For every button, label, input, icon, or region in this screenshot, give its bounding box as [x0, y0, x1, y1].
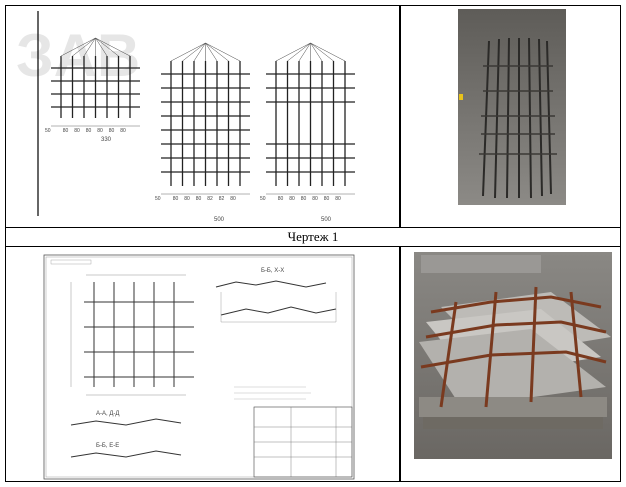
section-b-title: Б-Б, Е-Е: [96, 443, 119, 449]
section-a-title: А-А, Д-Д: [96, 411, 119, 417]
svg-text:80: 80: [74, 128, 80, 134]
technical-drawing-sheet: Б-Б, Х-Х А-А, Д-Д Б-Б, Е-Е: [43, 254, 355, 480]
technical-drawing-panel: Б-Б, Х-Х А-А, Д-Д Б-Б, Е-Е: [5, 246, 400, 482]
svg-text:50: 50: [260, 196, 266, 202]
svg-text:80: 80: [173, 196, 179, 202]
svg-text:80: 80: [184, 196, 190, 202]
mesh-drawing-b: 50 80 80 80 82 82 80: [155, 42, 250, 202]
svg-text:80: 80: [312, 196, 318, 202]
mesh-drawings-panel: ЗАВ 50 80 80 80 80 80 80 50 80 80 80 82 82 80 50 80 80…: [5, 5, 400, 228]
svg-text:80: 80: [63, 128, 69, 134]
svg-text:82: 82: [207, 196, 213, 202]
svg-text:80: 80: [86, 128, 92, 134]
pallet-photo-panel: [400, 246, 621, 482]
svg-text:80: 80: [289, 196, 295, 202]
svg-text:80: 80: [230, 196, 236, 202]
svg-text:80: 80: [97, 128, 103, 134]
section-top-title: Б-Б, Х-Х: [261, 268, 284, 274]
svg-text:50: 50: [155, 196, 161, 202]
svg-text:80: 80: [278, 196, 284, 202]
svg-text:80: 80: [301, 196, 307, 202]
svg-text:80: 80: [109, 128, 115, 134]
svg-text:50: 50: [45, 128, 51, 134]
watermark-shape: ЗАВ: [16, 22, 140, 89]
mesh-photo-panel: [400, 5, 621, 228]
svg-text:80: 80: [120, 128, 126, 134]
mesh-drawing-c: 50 80 80 80 80 80 80: [260, 42, 355, 202]
mesh-drawing-a: 50 80 80 80 80 80 80: [45, 37, 140, 134]
svg-text:80: 80: [335, 196, 341, 202]
pallet-photo: [414, 252, 612, 459]
svg-text:82: 82: [219, 196, 225, 202]
mesh-c-width-dim: 500: [321, 217, 332, 223]
svg-text:80: 80: [324, 196, 330, 202]
svg-text:80: 80: [196, 196, 202, 202]
mesh-a-width-dim: 330: [101, 137, 112, 143]
mesh-drawings: ЗАВ 50 80 80 80 80 80 80 50 80 80 80 82 82 80 50 80 80…: [16, 11, 355, 223]
mesh-b-width-dim: 500: [214, 217, 225, 223]
figure-caption: Чертеж 1: [5, 228, 621, 246]
mesh-photo: [458, 9, 566, 205]
